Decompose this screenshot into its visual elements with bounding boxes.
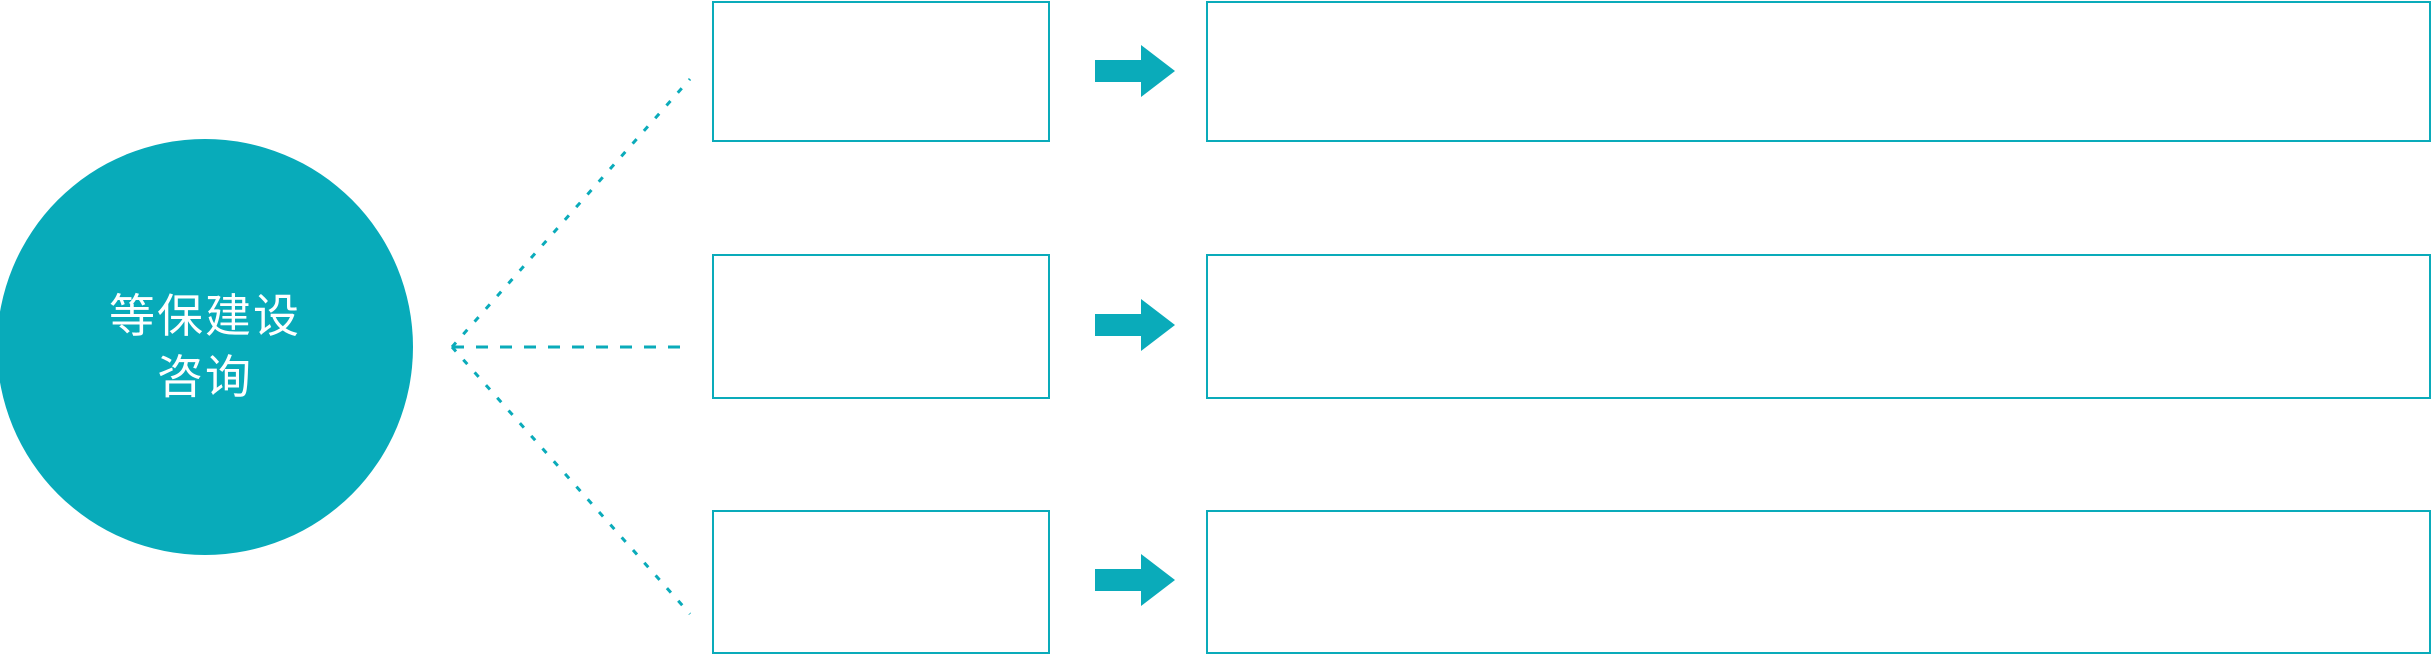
arrow-right-icon-2 xyxy=(1095,297,1175,353)
diagram-row-2 xyxy=(712,254,2431,399)
detail-box-1[interactable] xyxy=(1206,1,2431,142)
arrow-right-icon-3 xyxy=(1095,552,1175,608)
detail-box-3[interactable] xyxy=(1206,510,2431,654)
arrow-right-icon-1 xyxy=(1095,43,1175,99)
category-box-1[interactable] xyxy=(712,1,1050,142)
category-box-2[interactable] xyxy=(712,254,1050,399)
diagram-row-1 xyxy=(0,0,2434,143)
hub-title-line-2: 咨询 xyxy=(157,351,253,403)
detail-box-2[interactable] xyxy=(1206,254,2431,399)
hub-circle[interactable]: 等保建设 咨询 xyxy=(0,139,413,555)
category-box-3[interactable] xyxy=(712,510,1050,654)
hub-title-line-1: 等保建设 xyxy=(109,289,301,342)
